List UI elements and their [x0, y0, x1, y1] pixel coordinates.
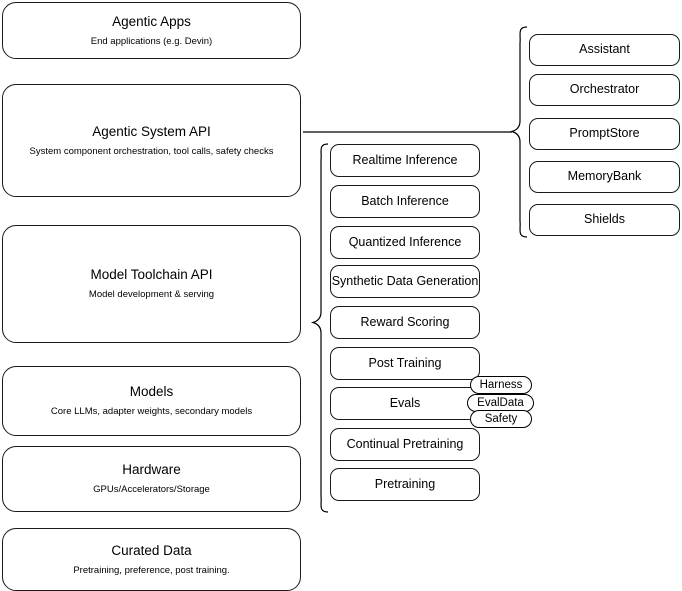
layer-title: Hardware: [122, 462, 181, 478]
component-continual-pretraining[interactable]: Continual Pretraining: [330, 428, 480, 461]
component-promptstore[interactable]: PromptStore: [529, 118, 680, 150]
badge-label: Harness: [479, 379, 523, 391]
badge-safety[interactable]: Safety: [470, 410, 532, 428]
component-realtime-inference[interactable]: Realtime Inference: [330, 144, 480, 177]
component-post-training[interactable]: Post Training: [330, 347, 480, 380]
component-label: Reward Scoring: [360, 314, 450, 329]
component-label: Quantized Inference: [348, 234, 462, 249]
badge-label: EvalData: [477, 397, 524, 409]
component-memorybank[interactable]: MemoryBank: [529, 161, 680, 193]
layer-models[interactable]: Models Core LLMs, adapter weights, secon…: [2, 366, 301, 436]
component-assistant[interactable]: Assistant: [529, 34, 680, 66]
layer-curated-data[interactable]: Curated Data Pretraining, preference, po…: [2, 528, 301, 591]
layer-subtitle: Core LLMs, adapter weights, secondary mo…: [50, 406, 253, 417]
layer-agentic-apps[interactable]: Agentic Apps End applications (e.g. Devi…: [2, 2, 301, 59]
component-reward-scoring[interactable]: Reward Scoring: [330, 306, 480, 339]
layer-subtitle: End applications (e.g. Devin): [90, 35, 213, 47]
layer-title: Agentic System API: [92, 123, 211, 139]
component-quantized-inference[interactable]: Quantized Inference: [330, 226, 480, 259]
component-batch-inference[interactable]: Batch Inference: [330, 185, 480, 218]
layer-hardware[interactable]: Hardware GPUs/Accelerators/Storage: [2, 446, 301, 512]
component-label: Synthetic Data Generation: [331, 273, 479, 288]
component-label: MemoryBank: [567, 169, 642, 184]
badge-harness[interactable]: Harness: [470, 376, 532, 394]
component-label: Shields: [584, 212, 625, 227]
component-orchestrator[interactable]: Orchestrator: [529, 74, 680, 106]
brace-toolchain-components: [310, 143, 329, 513]
component-label: Continual Pretraining: [346, 436, 464, 451]
layer-title: Models: [129, 384, 174, 400]
component-label: Post Training: [368, 355, 442, 370]
component-label: Orchestrator: [569, 82, 640, 97]
badge-label: Safety: [484, 413, 518, 425]
brace-system-components: [509, 26, 528, 238]
layer-subtitle: Pretraining, preference, post training.: [73, 564, 230, 576]
layer-subtitle: System component orchestration, tool cal…: [29, 145, 274, 157]
component-evals[interactable]: Evals: [330, 387, 480, 420]
layer-title: Model Toolchain API: [90, 267, 213, 283]
component-shields[interactable]: Shields: [529, 204, 680, 236]
component-label: Realtime Inference: [352, 152, 458, 167]
layer-model-toolchain-api[interactable]: Model Toolchain API Model development & …: [2, 225, 301, 343]
component-label: Evals: [389, 395, 421, 410]
layer-subtitle: Model development & serving: [88, 289, 215, 300]
layer-title: Curated Data: [111, 542, 192, 558]
component-label: Pretraining: [374, 476, 436, 491]
component-label: PromptStore: [569, 126, 640, 141]
layer-title: Agentic Apps: [112, 13, 191, 29]
component-label: Assistant: [579, 42, 630, 57]
component-synthetic-data-generation[interactable]: Synthetic Data Generation: [330, 265, 480, 298]
layer-agentic-system-api[interactable]: Agentic System API System component orch…: [2, 84, 301, 197]
component-label: Batch Inference: [361, 193, 449, 208]
layer-subtitle: GPUs/Accelerators/Storage: [93, 484, 210, 495]
component-pretraining[interactable]: Pretraining: [330, 468, 480, 501]
